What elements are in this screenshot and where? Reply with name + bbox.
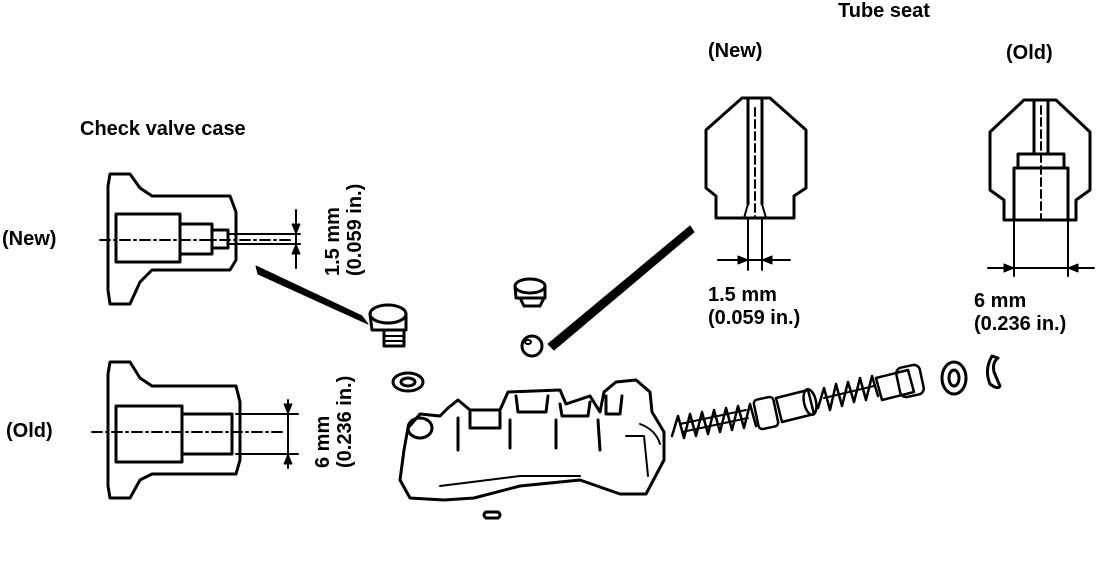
check-valve-case-old (91, 360, 299, 500)
tube-seat-title: Tube seat (838, 0, 930, 22)
check-valve-new-dimension: 1.5 mm (0.059 in.) (322, 183, 366, 276)
tube-seat-new-dimension: 1.5 mm (0.059 in.) (708, 284, 801, 329)
tube-seat-part (513, 277, 547, 308)
check-valve-case-new (99, 172, 301, 306)
gasket-ring (391, 371, 425, 393)
check-valve-new-label: (New) (2, 228, 57, 250)
end-washer (940, 360, 968, 396)
callout-wedge-tube-seat (547, 225, 695, 351)
callout-wedge-check-valve (255, 265, 369, 325)
check-valve-case-part (368, 303, 408, 348)
tube-seat-new-label: (New) (708, 40, 763, 62)
check-valve-old-label: (Old) (6, 420, 53, 442)
check-valve-old-dimension: 6 mm (0.236 in.) (312, 375, 356, 468)
small-o-ring (482, 510, 502, 520)
tube-seat-old-dimension: 6 mm (0.236 in.) (974, 290, 1067, 335)
tube-seat-old-label: (Old) (1006, 42, 1053, 64)
master-cylinder-body (398, 378, 666, 502)
tube-seat-new (704, 96, 808, 271)
tube-seat-old (987, 98, 1095, 277)
check-valve-case-title: Check valve case (80, 118, 246, 140)
spring-piston-assembly (670, 363, 925, 440)
check-valve-ball (520, 334, 544, 358)
snap-ring (985, 354, 1002, 390)
